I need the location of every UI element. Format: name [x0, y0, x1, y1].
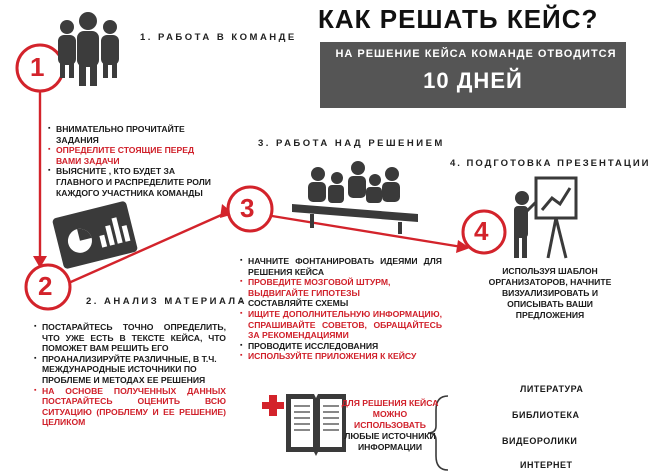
resources-dark-line-1: ЛЮБЫЕ ИСТОЧНИКИ — [344, 431, 436, 441]
step-3-item: ПРОВЕДИТЕ МОЗГОВОЙ ШТУРМ, ВЫДВИГАЙТЕ ГИП… — [240, 277, 442, 298]
step-circles — [15, 43, 507, 311]
step-2-item: ПОСТАРАЙТЕСЬ ТОЧНО ОПРЕДЕЛИТЬ, ЧТО УЖЕ Е… — [34, 322, 226, 354]
book-icon — [286, 394, 346, 456]
resource-literature: ЛИТЕРАТУРА — [520, 384, 584, 394]
resource-bracket — [427, 395, 449, 471]
step-2-circle — [24, 263, 72, 311]
arrow-3-to-4 — [271, 214, 463, 249]
presentation-icon — [514, 176, 578, 259]
step-1-item: ВНИМАТЕЛЬНО ПРОЧИТАЙТЕ ЗАДАНИЯ — [48, 124, 220, 145]
resource-library: БИБЛИОТЕКА — [512, 410, 580, 420]
step-2-number: 2 — [38, 271, 53, 301]
step-3-number: 3 — [240, 193, 255, 223]
step-3-list: НАЧНИТЕ ФОНТАНИРОВАТЬ ИДЕЯМИ ДЛЯ РЕШЕНИЯ… — [240, 256, 442, 362]
connector-lines — [38, 92, 463, 287]
step-4-text: ИСПОЛЬЗУЯ ШАБЛОН ОРГАНИЗАТОРОВ, НАЧНИТЕ … — [488, 266, 612, 320]
step-3-circle — [226, 185, 274, 233]
arrow-head-2 — [33, 256, 47, 268]
step-3-item: ИСПОЛЬЗУЙТЕ ПРИЛОЖЕНИЯ К КЕЙСУ — [240, 351, 442, 362]
step-2-item: ПРОАНАЛИЗИРУЙТЕ РАЗЛИЧНЫЕ, В Т.Ч. МЕЖДУН… — [34, 354, 226, 386]
resources-block: ДЛЯ РЕШЕНИЯ КЕЙСА МОЖНО ИСПОЛЬЗОВАТЬ ЛЮБ… — [340, 398, 440, 453]
resources-dark-line-2: ИНФОРМАЦИИ — [357, 442, 423, 452]
meeting-icon — [292, 161, 418, 234]
step-2-item: НА ОСНОВЕ ПОЛУЧЕННЫХ ДАННЫХ ПОСТАРАЙТЕСЬ… — [34, 386, 226, 428]
step-4-title: 4. ПОДГОТОВКА ПРЕЗЕНТАЦИИ — [450, 158, 651, 169]
step-2-list: ПОСТАРАЙТЕСЬ ТОЧНО ОПРЕДЕЛИТЬ, ЧТО УЖЕ Е… — [34, 322, 226, 428]
step-4-number: 4 — [474, 216, 489, 246]
resources-red-line-1: ДЛЯ РЕШЕНИЯ КЕЙСА — [341, 398, 439, 408]
arrow-head-4 — [456, 240, 470, 253]
analysis-icon — [52, 201, 138, 269]
step-4-circle — [461, 209, 507, 255]
team-icon — [58, 12, 119, 86]
step-1-item: ВЫЯСНИТЕ , КТО БУДЕТ ЗА ГЛАВНОГО И РАСПР… — [48, 166, 220, 198]
banner-subtitle: НА РЕШЕНИЕ КЕЙСА КОМАНДЕ ОТВОДИТСЯ — [335, 48, 617, 60]
resources-red-line-2: МОЖНО ИСПОЛЬЗОВАТЬ — [354, 409, 426, 430]
step-1-number: 1 — [30, 52, 45, 82]
step-1-item: ОПРЕДЕЛИТЕ СТОЯЩИЕ ПЕРЕД ВАМИ ЗАДАЧИ — [48, 145, 220, 166]
resource-videos: ВИДЕОРОЛИКИ — [502, 436, 578, 446]
resource-internet: ИНТЕРНЕТ — [520, 460, 573, 470]
step-3-item: СОСТАВЛЯЙТЕ СХЕМЫ — [240, 298, 442, 309]
step-3-item: ПРОВОДИТЕ ИССЛЕДОВАНИЯ — [240, 341, 442, 352]
step-3-item: ИЩИТЕ ДОПОЛНИТЕЛЬНУЮ ИНФОРМАЦИЮ, СПРАШИВ… — [240, 309, 442, 341]
step-2-title: 2. АНАЛИЗ МАТЕРИАЛА — [86, 296, 247, 307]
banner-days: 10 ДНЕЙ — [423, 68, 523, 93]
step-3-title: 3. РАБОТА НАД РЕШЕНИЕМ — [258, 138, 445, 149]
page-title: КАК РЕШАТЬ КЕЙС? — [318, 4, 599, 34]
step-1-list: ВНИМАТЕЛЬНО ПРОЧИТАЙТЕ ЗАДАНИЯ ОПРЕДЕЛИТ… — [48, 124, 220, 198]
step-3-item: НАЧНИТЕ ФОНТАНИРОВАТЬ ИДЕЯМИ ДЛЯ РЕШЕНИЯ… — [240, 256, 442, 277]
step-1-title: 1. РАБОТА В КОМАНДЕ — [140, 32, 297, 43]
duration-banner — [320, 42, 626, 108]
plus-icon — [262, 395, 284, 416]
diagram-graphics — [15, 12, 578, 471]
arrow-2-to-3 — [63, 210, 229, 287]
